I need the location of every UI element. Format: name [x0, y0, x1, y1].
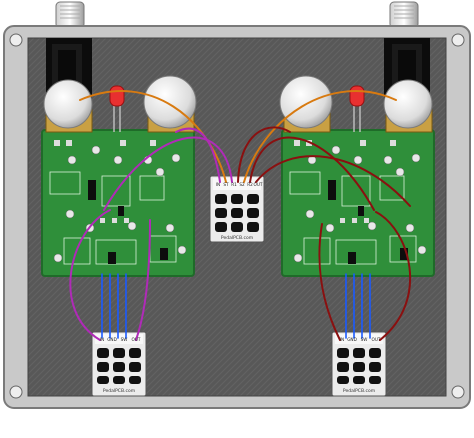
enclosure-screw-bottom-left	[9, 385, 23, 399]
center-pin-label-6: OUT	[254, 182, 263, 187]
potentiometer-left-1	[43, 79, 93, 133]
wire-purple-center-1	[175, 127, 221, 183]
enclosure-screw-bottom-right	[451, 385, 465, 399]
center-breakout-brand: PedalPCB.com	[221, 235, 253, 241]
right-pin-label-2: GND	[347, 337, 357, 342]
potentiometer-right-2	[383, 79, 433, 133]
wire-blue-bundle-right	[345, 273, 371, 339]
left-pin-label-4: OUT	[132, 337, 141, 342]
top-jack-nut-left	[55, 1, 85, 29]
wire-darkred-center-3	[255, 155, 411, 207]
center-pin-label-4: S2	[239, 182, 245, 187]
enclosure-screw-top-right	[451, 33, 465, 47]
left-footswitch-breakout	[91, 331, 147, 397]
potentiometer-right-1	[279, 75, 333, 133]
left-pin-label-1: IN	[100, 337, 104, 342]
left-breakout-brand: PedalPCB.com	[103, 388, 135, 394]
wire-darkred-right-1	[375, 211, 412, 341]
pcb-board-right	[281, 129, 435, 277]
wire-purple-left-1	[69, 209, 111, 341]
wire-purple-left-2	[135, 219, 151, 341]
right-pin-label-1: IN	[340, 337, 344, 342]
center-pin-label-3: R1	[231, 182, 237, 187]
wire-orange-right	[243, 90, 397, 183]
wire-blue-bundle-left	[101, 273, 127, 339]
wire-darkred-center-1	[237, 126, 291, 183]
center-pin-label-2: ST	[223, 182, 229, 187]
wire-darkred-center-2	[249, 136, 375, 211]
center-pin-label-5: R2	[247, 182, 253, 187]
enclosure-screw-top-left	[9, 33, 23, 47]
right-breakout-brand: PedalPCB.com	[343, 388, 375, 394]
top-jack-nut-right	[389, 1, 419, 29]
left-pin-label-2: GND	[107, 337, 117, 342]
right-footswitch-breakout	[331, 331, 387, 397]
pcb-board-left	[41, 129, 195, 277]
center-footswitch-breakout	[209, 175, 265, 243]
left-pin-label-3: SW	[121, 337, 128, 342]
potentiometer-left-2	[143, 75, 197, 133]
right-pin-label-3: SW	[361, 337, 368, 342]
right-pin-label-4: OUT	[372, 337, 381, 342]
wire-orange-left	[79, 90, 227, 183]
wire-purple-center-2	[103, 136, 233, 211]
center-pin-label-1: IN	[216, 182, 220, 187]
wire-darkred-right-2	[318, 223, 341, 341]
